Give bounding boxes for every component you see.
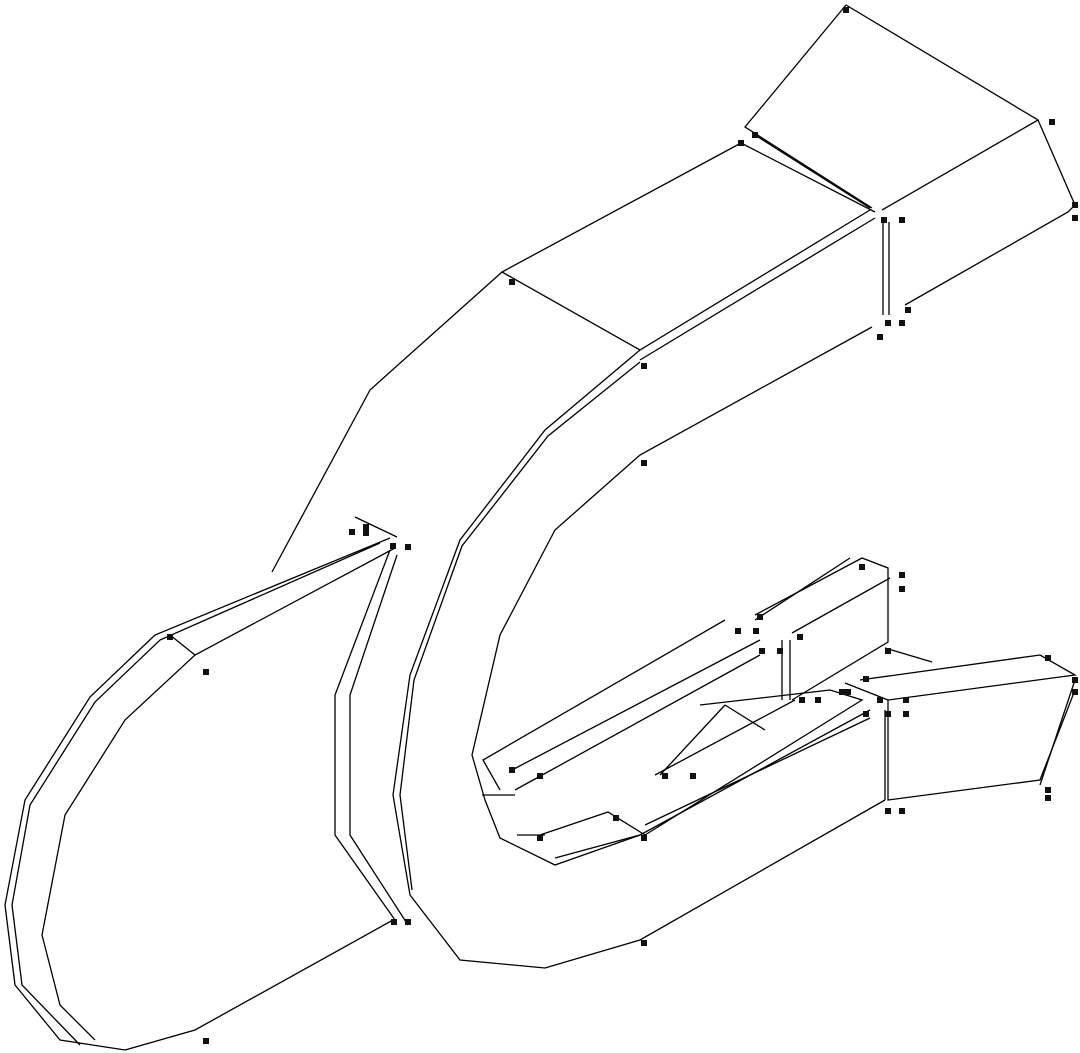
edge-line-1 (744, 4, 873, 209)
edge-line-13 (4, 537, 394, 1051)
vertex-marker-24 (899, 586, 905, 592)
vertex-marker-29 (777, 648, 783, 654)
edge-line-4 (500, 142, 871, 351)
vertex-marker-49 (613, 815, 619, 821)
vertex-marker-13 (641, 363, 647, 369)
vertex-marker-46 (537, 773, 543, 779)
vertex-marker-37 (845, 689, 851, 695)
edge-line-3 (754, 134, 871, 209)
vertex-marker-28 (759, 648, 765, 654)
vertex-marker-33 (1072, 677, 1078, 683)
vertex-marker-52 (1045, 787, 1051, 793)
edge-line-20 (754, 557, 889, 701)
vertex-marker-5 (738, 140, 744, 146)
vertex-marker-41 (877, 697, 883, 703)
edge-line-35 (654, 699, 796, 776)
edge-line-25 (514, 654, 761, 791)
vertex-marker-50 (537, 835, 543, 841)
edge-line-17 (354, 516, 398, 538)
edge-line-10 (392, 349, 886, 969)
edge-line-34 (884, 647, 933, 663)
edge-line-23 (482, 619, 726, 791)
vertex-marker-35 (863, 676, 869, 682)
vertex-marker-6 (881, 217, 887, 223)
vertex-marker-16 (363, 524, 369, 530)
vertex-marker-8 (905, 307, 911, 313)
vertex-marker-56 (391, 919, 397, 925)
vertex-marker-26 (735, 628, 741, 634)
vertex-marker-45 (509, 767, 515, 773)
edge-line-41 (644, 717, 871, 826)
vertex-marker-51 (641, 835, 647, 841)
edge-line-14 (11, 542, 381, 1046)
edge-line-16 (169, 634, 196, 656)
vertex-marker-18 (390, 543, 396, 549)
edge-line-30 (887, 689, 1076, 801)
vertex-marker-34 (1072, 689, 1078, 695)
vertex-marker-22 (859, 564, 865, 570)
vertex-marker-48 (690, 773, 696, 779)
edge-line-9 (271, 271, 503, 573)
edge-line-5 (740, 142, 876, 213)
vertex-marker-0 (843, 7, 849, 13)
edge-line-21 (791, 577, 891, 634)
edge-line-6 (639, 217, 876, 361)
vertex-marker-31 (885, 648, 891, 654)
vertex-marker-12 (509, 279, 515, 285)
vertex-marker-17 (363, 530, 369, 536)
vertex-marker-11 (877, 334, 883, 340)
vertex-marker-42 (885, 711, 891, 717)
edge-line-37 (724, 704, 766, 731)
vertex-marker-38 (799, 697, 805, 703)
vertex-marker-20 (167, 634, 173, 640)
vertex-marker-10 (899, 320, 905, 326)
edge-line-11 (399, 361, 641, 891)
vertex-marker-32 (1045, 655, 1051, 661)
vertex-marker-30 (797, 634, 803, 640)
edge-line-15 (41, 547, 396, 1041)
vertex-marker-25 (757, 614, 763, 620)
vertex-marker-9 (885, 320, 891, 326)
vertex-marker-7 (899, 217, 905, 223)
vertex-marker-14 (641, 460, 647, 466)
vertex-marker-58 (641, 940, 647, 946)
vertex-marker-47 (662, 773, 668, 779)
vertex-marker-44 (903, 711, 909, 717)
vertex-marker-4 (752, 132, 758, 138)
vertex-marker-57 (405, 919, 411, 925)
edge-line-24 (511, 639, 761, 771)
vertex-marker-43 (903, 697, 909, 703)
edge-line-22 (754, 557, 851, 621)
edge-line-42 (554, 834, 641, 859)
vertex-marker-39 (815, 697, 821, 703)
vertex-marker-1 (1049, 119, 1055, 125)
vertex-marker-36 (839, 689, 845, 695)
vertex-marker-59 (203, 1038, 209, 1044)
vertex-marker-54 (885, 808, 891, 814)
vertex-marker-2 (1072, 202, 1078, 208)
vertex-marker-27 (753, 628, 759, 634)
edge-line-31 (1039, 679, 1076, 786)
edge-line-29 (859, 654, 1077, 701)
vertex-marker-23 (899, 572, 905, 578)
edge-line-12 (471, 326, 873, 866)
edge-line-0 (845, 4, 1076, 306)
vertex-marker-40 (863, 711, 869, 717)
edge-line-36 (659, 704, 726, 776)
edge-line-2 (881, 119, 1039, 211)
vertex-marker-15 (349, 529, 355, 535)
vertex-marker-53 (1045, 795, 1051, 801)
vertex-marker-19 (405, 544, 411, 550)
edge-line-18 (334, 549, 396, 921)
vertex-marker-21 (203, 669, 209, 675)
edge-line-39 (539, 811, 646, 836)
vertex-marker-55 (899, 808, 905, 814)
vertex-marker-3 (1072, 215, 1078, 221)
edge-line-19 (349, 554, 409, 926)
